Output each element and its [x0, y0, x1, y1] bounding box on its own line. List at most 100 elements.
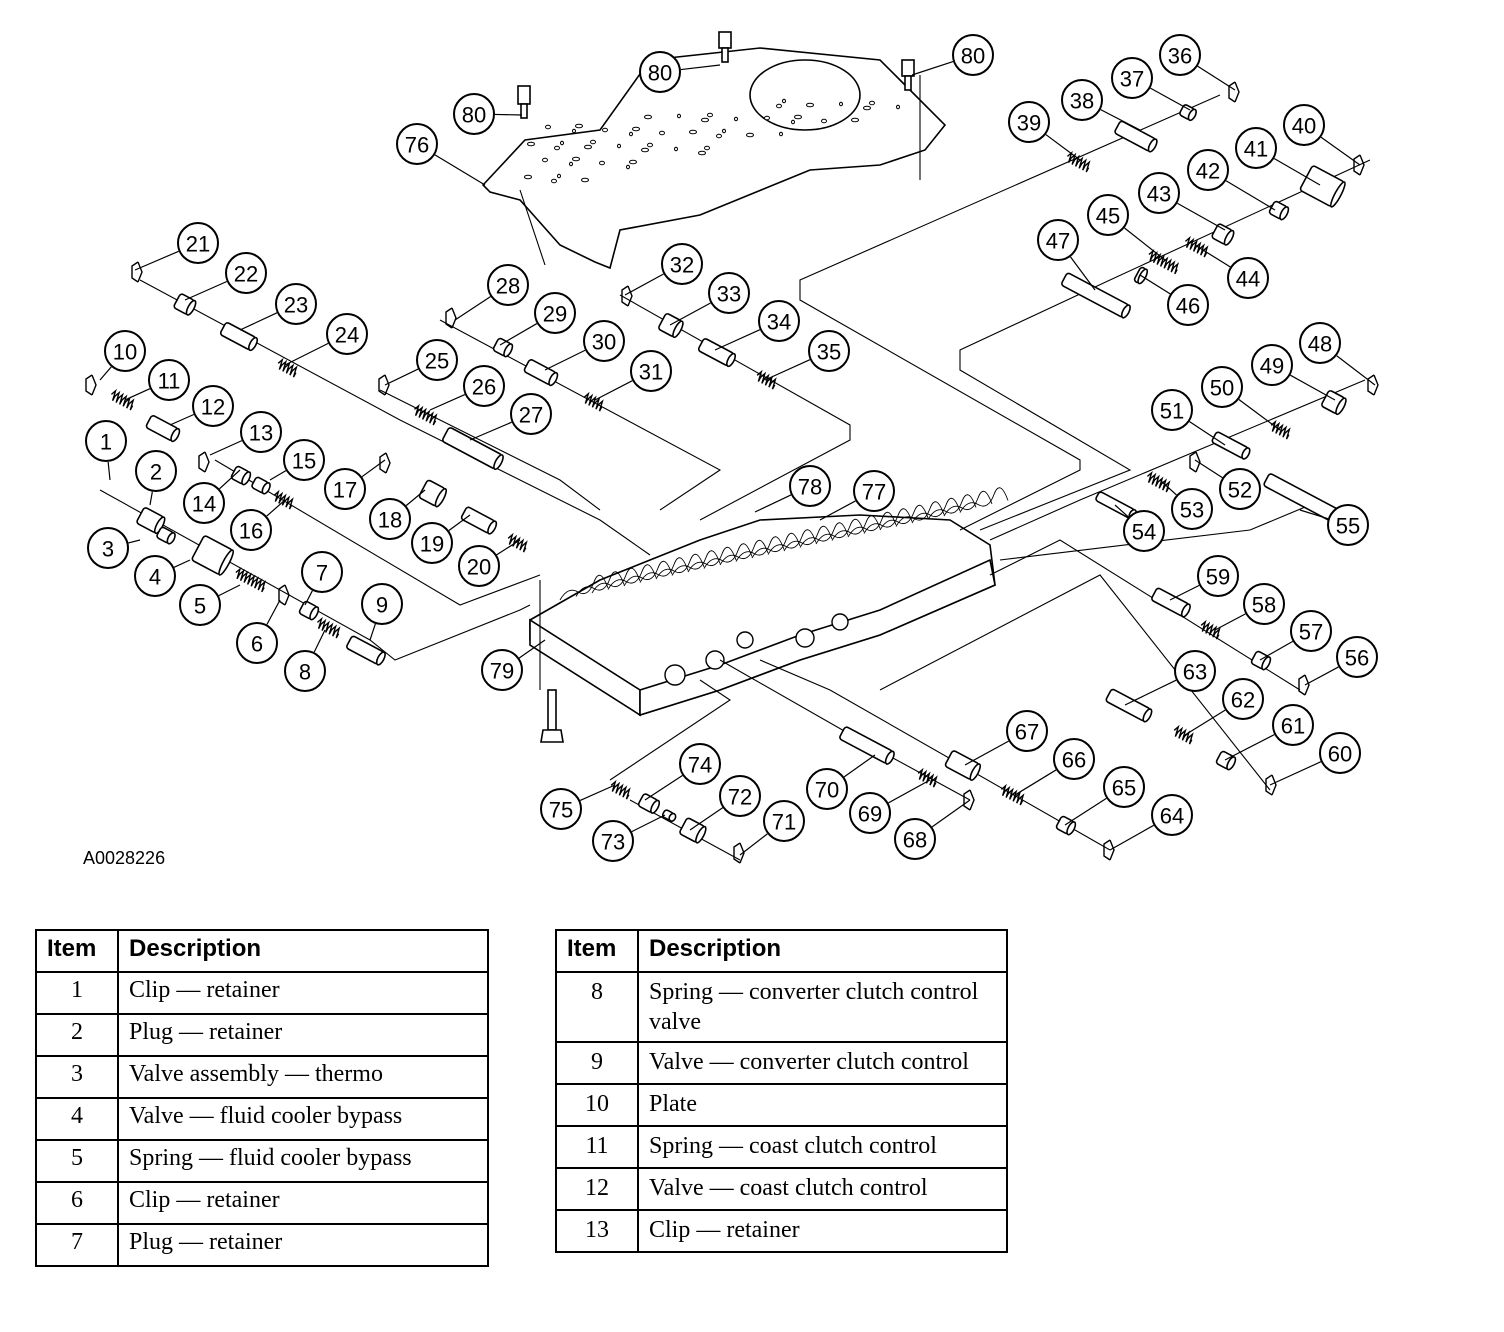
callout-31: 31 [630, 350, 672, 392]
clip-28 [445, 307, 457, 329]
svg-text:58: 58 [1252, 593, 1276, 618]
svg-text:40: 40 [1292, 114, 1316, 139]
callout-40: 40 [1283, 104, 1325, 146]
assembly-path [989, 539, 1301, 691]
callout-80: 80 [952, 34, 994, 76]
callout-80: 80 [639, 51, 681, 93]
callout-34: 34 [758, 300, 800, 342]
leader-line [1224, 734, 1275, 761]
svg-text:17: 17 [333, 478, 357, 503]
clip-40 [1353, 154, 1365, 176]
assembly-path [379, 389, 601, 511]
leader-line [361, 459, 386, 478]
leader-line [1139, 274, 1171, 295]
callout-51: 51 [1151, 389, 1193, 431]
spring-31 [583, 391, 604, 412]
callout-43: 43 [1138, 172, 1180, 214]
leader-line [1014, 769, 1057, 796]
clip-13 [198, 451, 210, 473]
svg-text:29: 29 [543, 302, 567, 327]
leader-line [1259, 640, 1294, 661]
leader-line [434, 154, 486, 186]
callout-55: 55 [1327, 504, 1369, 546]
callout-35: 35 [808, 330, 850, 372]
bolt-79 [540, 689, 564, 743]
callout-62: 62 [1222, 678, 1264, 720]
svg-text:15: 15 [292, 449, 316, 474]
valve-70 [839, 726, 895, 765]
callout-19: 19 [411, 522, 453, 564]
leader-line [1114, 504, 1129, 518]
svg-text:61: 61 [1281, 714, 1305, 739]
svg-text:55: 55 [1336, 514, 1360, 539]
clip-56 [1298, 674, 1310, 696]
plug-37 [1179, 104, 1197, 122]
leader-line [1184, 709, 1226, 736]
callout-41: 41 [1235, 127, 1277, 169]
item-description: Plug — retainer [117, 1223, 489, 1267]
header-item: Item [555, 929, 639, 973]
svg-text:6: 6 [251, 632, 263, 657]
svg-text:57: 57 [1299, 620, 1323, 645]
callout-45: 45 [1087, 194, 1129, 236]
svg-text:12: 12 [201, 395, 225, 420]
leader-line [128, 539, 141, 544]
plug-29 [492, 337, 514, 358]
svg-text:63: 63 [1183, 660, 1207, 685]
leader-line [169, 413, 195, 426]
leader-line [1238, 399, 1281, 431]
callout-52: 52 [1219, 468, 1261, 510]
leader-line [888, 779, 931, 804]
callout-65: 65 [1103, 766, 1145, 808]
leader-line [1194, 459, 1223, 479]
svg-text:10: 10 [113, 340, 137, 365]
callout-66: 66 [1053, 738, 1095, 780]
callout-13: 13 [240, 411, 282, 453]
callout-71: 71 [763, 800, 805, 842]
callout-50: 50 [1201, 366, 1243, 408]
callout-18: 18 [369, 498, 411, 540]
valve-74 [637, 793, 661, 814]
item-description: Spring — fluid cooler bypass [117, 1139, 489, 1183]
svg-text:8: 8 [299, 660, 311, 685]
assembly-path [214, 459, 541, 606]
callout-29: 29 [534, 292, 576, 334]
svg-text:78: 78 [798, 475, 822, 500]
part-43 [1211, 223, 1235, 246]
clip-25 [378, 374, 390, 396]
svg-text:5: 5 [194, 594, 206, 619]
leader-line [1124, 227, 1166, 261]
callout-75: 75 [540, 788, 582, 830]
svg-text:32: 32 [670, 253, 694, 278]
svg-text:19: 19 [420, 532, 444, 557]
callout-38: 38 [1061, 79, 1103, 121]
svg-text:80: 80 [961, 44, 985, 69]
clip-71 [733, 842, 745, 864]
svg-text:60: 60 [1328, 742, 1352, 767]
leader-line [1336, 355, 1376, 386]
svg-text:31: 31 [639, 360, 663, 385]
callout-6: 6 [236, 622, 278, 664]
callout-33: 33 [708, 272, 750, 314]
item-description: Plate [637, 1083, 1008, 1127]
item-description: Clip — retainer [117, 1181, 489, 1225]
leader-line [429, 393, 466, 411]
leader-line [911, 60, 954, 76]
callout-73: 73 [592, 820, 634, 862]
clip-6 [278, 584, 290, 606]
svg-text:9: 9 [376, 593, 388, 618]
svg-text:11: 11 [158, 369, 181, 394]
spring-62 [1173, 724, 1194, 745]
leader-line [931, 799, 971, 828]
callout-53: 53 [1171, 488, 1213, 530]
leader-line [494, 113, 523, 116]
spring-11 [110, 388, 135, 411]
svg-text:76: 76 [405, 133, 429, 158]
leader-line [1109, 824, 1155, 851]
spring-53 [1146, 470, 1171, 493]
callout-20: 20 [458, 545, 500, 587]
leader-line [1124, 679, 1177, 706]
